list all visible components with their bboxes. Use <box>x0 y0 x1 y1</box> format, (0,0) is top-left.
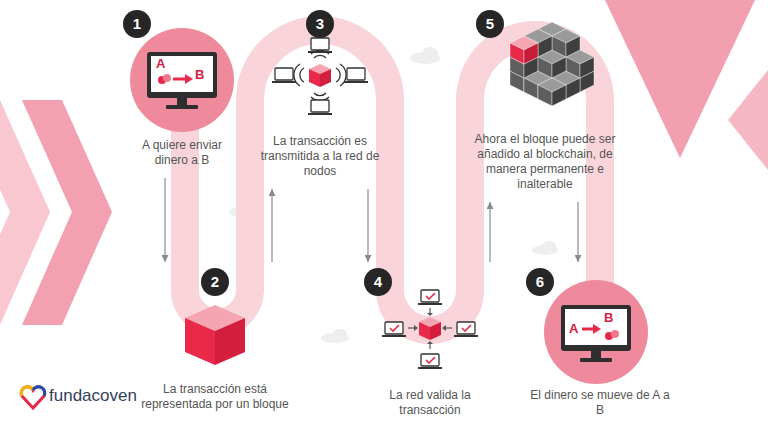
step-number: 4 <box>364 268 392 296</box>
monitor-letter: A <box>156 57 165 71</box>
laptop-icon <box>272 68 296 82</box>
logo-text: fundacoven <box>49 387 137 406</box>
monitor-icon <box>130 28 234 132</box>
step-number: 1 <box>123 10 151 38</box>
block-cube <box>185 305 245 365</box>
chain-cube <box>538 78 566 106</box>
laptop-icon <box>454 322 478 336</box>
monitor-letter: A <box>569 322 578 336</box>
process-step: 4 La red valida la transacción <box>360 268 500 422</box>
flow-arrow <box>489 202 490 262</box>
process-step: 5Ahora el bloque puede ser añadido al bl… <box>460 6 630 196</box>
logo-heart <box>21 387 45 408</box>
chain-cube <box>552 29 580 57</box>
chain-cube <box>510 36 538 64</box>
laptop-icon <box>418 354 442 368</box>
process-step: 2 La transacción está representada por un… <box>140 268 290 416</box>
flow-arrow <box>271 189 272 262</box>
laptop-icon <box>344 68 368 82</box>
monitor-icon <box>544 280 648 384</box>
process-step: 3 La transacción es transmitida a la red … <box>245 6 395 183</box>
monitor-letter: B <box>604 311 613 325</box>
step-caption: La transacción es transmitida a la red d… <box>245 134 395 179</box>
step-caption: La transacción está representada por un … <box>140 382 290 412</box>
step-caption: A quiere enviar dinero a B <box>126 138 238 168</box>
step-caption: Ahora el bloque puede ser añadido al blo… <box>462 132 628 192</box>
monitor-letter: B <box>195 68 204 82</box>
step-caption: El dinero se mueve de A a B <box>530 388 670 418</box>
validation-icon <box>408 308 452 349</box>
flow-arrow <box>164 178 165 262</box>
triangle <box>605 0 755 158</box>
network-icon <box>294 50 346 100</box>
laptop-icon <box>308 100 332 114</box>
laptop-icon <box>418 290 442 304</box>
step-number: 5 <box>476 10 504 38</box>
process-step: 6 El dinero se mueve de A a B <box>520 268 680 422</box>
triangle <box>728 70 768 170</box>
process-step: 1 A quiere enviar dinero a B <box>117 6 247 172</box>
flow-arrow <box>367 189 368 262</box>
chevron <box>22 100 112 325</box>
step-number: 3 <box>306 10 334 38</box>
flow-arrow <box>577 202 578 262</box>
step-number: 6 <box>526 268 554 296</box>
step-number: 2 <box>201 268 229 296</box>
laptop-icon <box>308 38 332 52</box>
step-caption: La red valida la transacción <box>374 388 486 418</box>
laptop-icon <box>382 322 406 336</box>
